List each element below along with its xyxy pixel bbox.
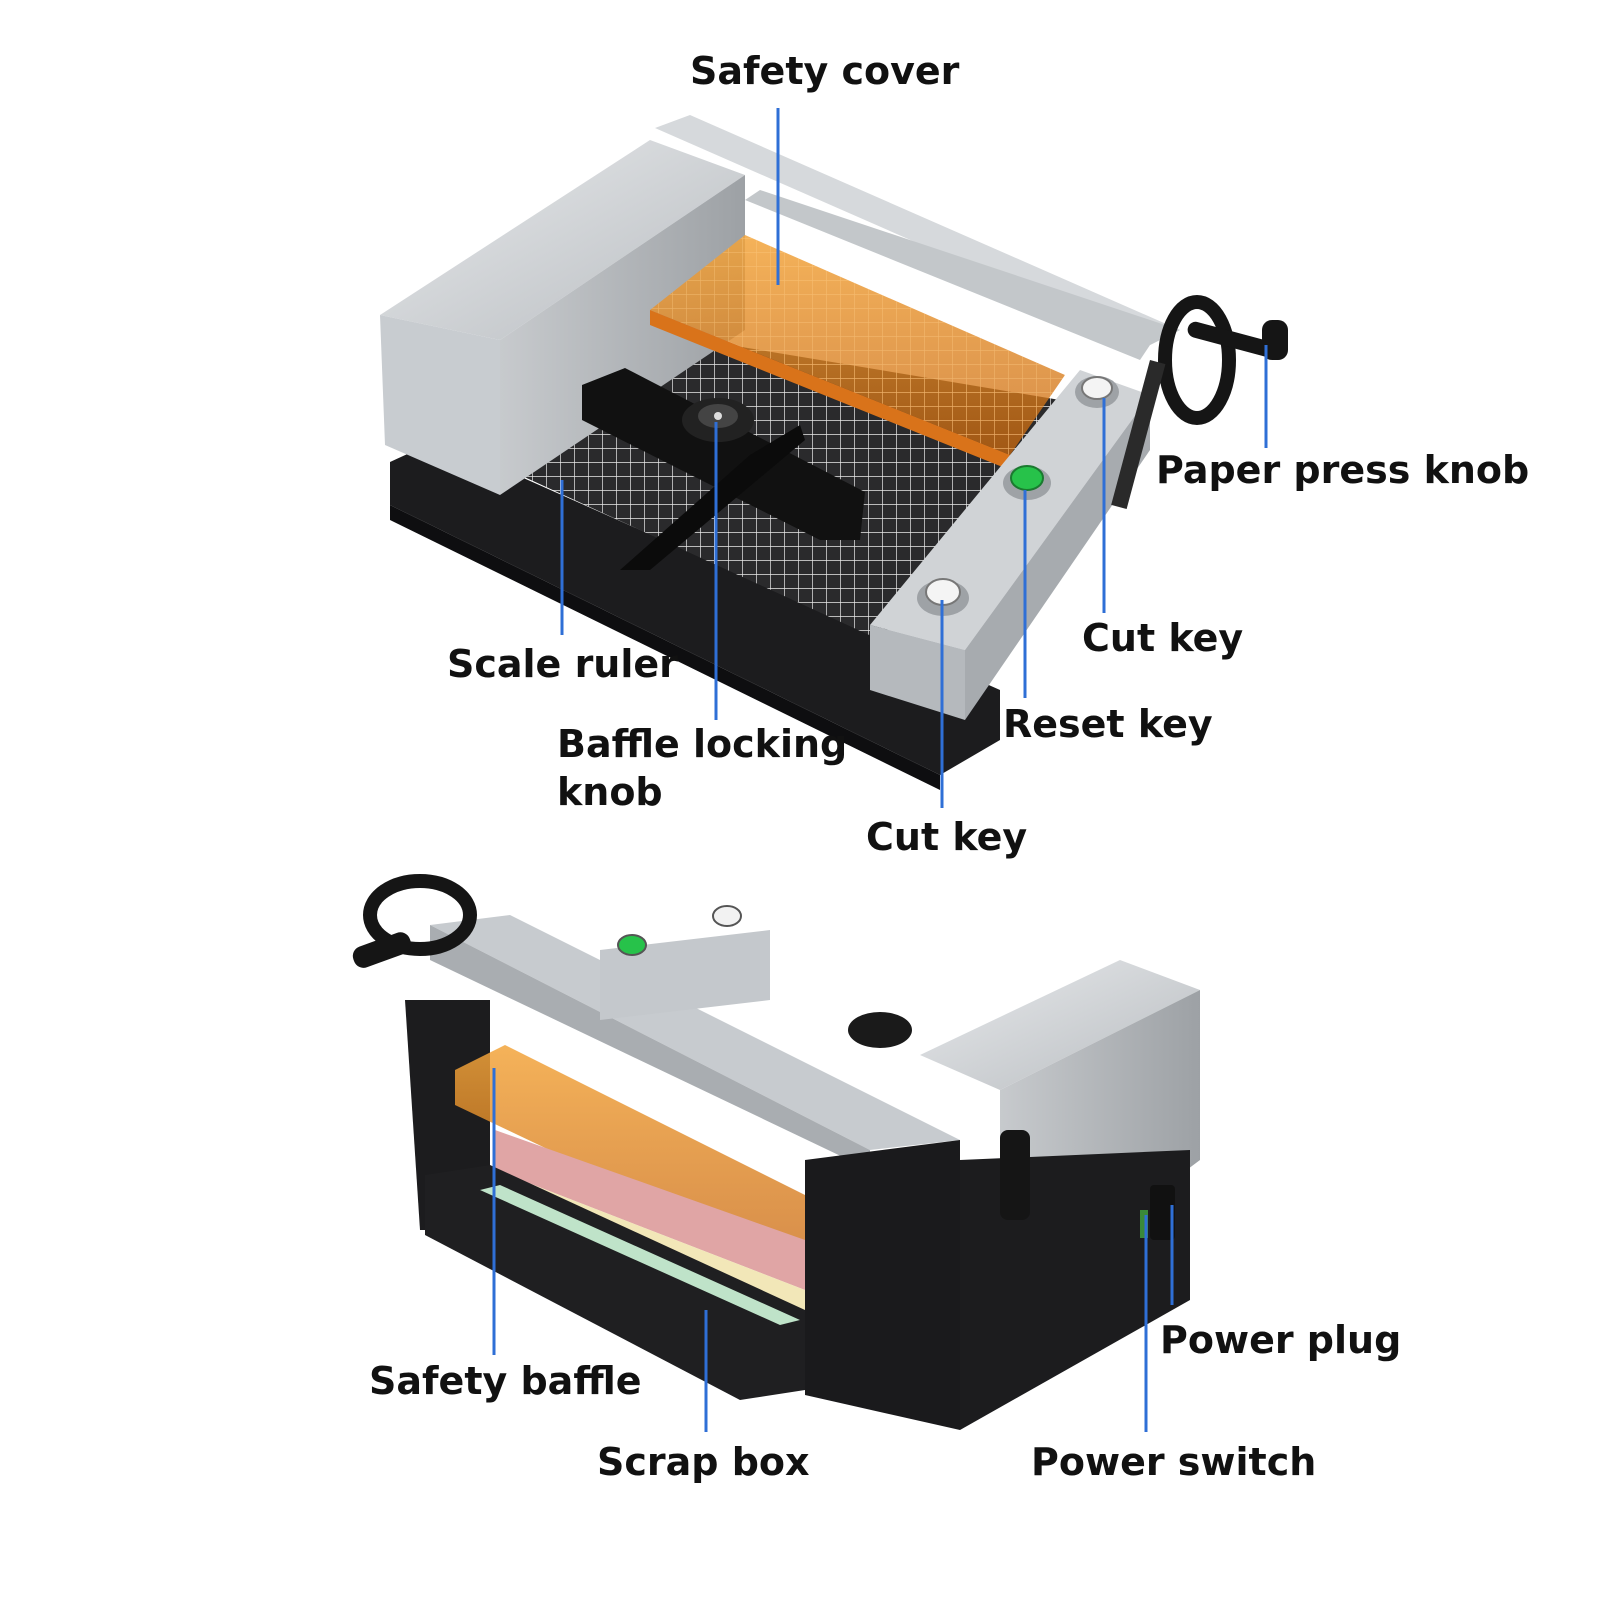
cut-key-back-button	[1075, 376, 1119, 408]
label-power-plug: Power plug	[1160, 1318, 1402, 1362]
left-housing-side	[500, 175, 745, 495]
left-housing-front	[380, 315, 500, 495]
label-cut-key-lower: Cut key	[866, 815, 1028, 859]
label-paper-press-knob: Paper press knob	[1156, 448, 1530, 492]
right-housing-top	[920, 960, 1200, 1090]
label-power-switch: Power switch	[1031, 1440, 1317, 1484]
left-housing-top	[380, 140, 745, 340]
label-safety-cover: Safety cover	[690, 49, 960, 93]
top-machine	[380, 115, 1288, 790]
label-scale-ruler: Scale ruler	[447, 642, 678, 686]
scrap-box	[425, 1165, 805, 1400]
bottom-machine	[352, 874, 1200, 1430]
rear-buttons	[617, 905, 742, 956]
label-scrap-box: Scrap box	[597, 1440, 810, 1484]
paper-press-wheel	[1111, 295, 1288, 510]
label-baffle-locking-knob: Baffle locking knob	[557, 722, 848, 814]
back-gauge-baffle	[582, 368, 865, 540]
front-housing-top	[430, 915, 960, 1150]
hand-wheel	[352, 874, 477, 968]
label-cut-key-upper: Cut key	[1082, 616, 1244, 660]
label-safety-baffle: Safety baffle	[369, 1359, 642, 1403]
leader-lines	[492, 108, 1268, 1432]
label-reset-key: Reset key	[1003, 702, 1213, 746]
paper-stack	[495, 1130, 805, 1290]
front-housing-face	[430, 925, 870, 1170]
right-frame	[805, 1140, 960, 1430]
base-plate	[390, 440, 1000, 775]
reset-key-button	[1003, 465, 1051, 500]
